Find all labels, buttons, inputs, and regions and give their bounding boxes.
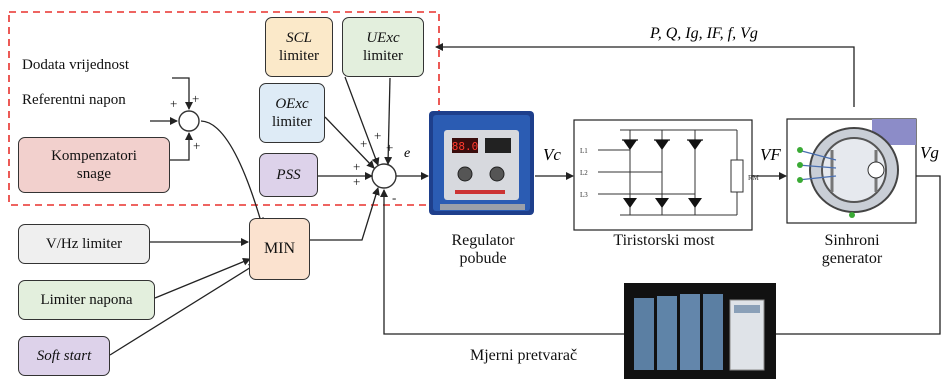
sign-s2-e: + bbox=[353, 174, 360, 189]
sign-s1-top: + bbox=[192, 91, 199, 106]
vhz-limiter-block: V/Hz limiter bbox=[18, 224, 150, 264]
reference-voltage-label: Referentni napon bbox=[22, 92, 126, 108]
feedback-label: P, Q, Ig, IF, f, Vg bbox=[649, 25, 758, 42]
exciter-screen: 88.0 bbox=[452, 140, 479, 153]
sign-s2-c: + bbox=[386, 140, 393, 155]
uexc-sub: limiter bbox=[363, 48, 403, 64]
transducer-image bbox=[624, 283, 776, 379]
wire-uexc bbox=[384, 77, 393, 165]
soft-start-label: Soft start bbox=[36, 348, 92, 364]
sign-s2-b: + bbox=[374, 128, 381, 143]
compensator-label: Kompenzatori snage bbox=[51, 148, 137, 182]
scl-sub: limiter bbox=[279, 48, 319, 64]
wire-compensator bbox=[170, 132, 193, 161]
sign-s2-minus: - bbox=[392, 190, 396, 205]
pss-label: PSS bbox=[276, 167, 301, 183]
vc-label: Vc bbox=[543, 145, 561, 164]
summing-junction-1 bbox=[178, 110, 200, 132]
soft-start-block: Soft start bbox=[18, 336, 110, 376]
exciter-image: 88.0 bbox=[429, 111, 534, 215]
wire-soft-start bbox=[109, 263, 257, 356]
wire-voltage-limiter bbox=[154, 257, 251, 299]
transducer-caption: Mjerni pretvarač bbox=[470, 347, 578, 364]
scl-limiter-block: SCL limiter bbox=[265, 17, 333, 77]
resistor-label: RM bbox=[748, 174, 760, 182]
min-block: MIN bbox=[249, 218, 310, 280]
wire-min-to-sum2 bbox=[310, 187, 380, 241]
oexc-limiter-block: OExc limiter bbox=[259, 83, 325, 143]
sign-s1-left: + bbox=[170, 96, 177, 111]
vf-label: VF bbox=[760, 145, 781, 164]
uexc-limiter-block: UExc limiter bbox=[342, 17, 424, 77]
pss-block: PSS bbox=[259, 153, 318, 197]
vhz-label: V/Hz limiter bbox=[45, 236, 123, 252]
generator-image bbox=[786, 118, 917, 224]
sign-s2-a: + bbox=[360, 136, 367, 151]
uexc-name: UExc bbox=[366, 30, 400, 46]
thyristor-bridge-image: RM L1 L2 L3 bbox=[573, 119, 760, 231]
wire-feedback-top bbox=[435, 43, 855, 107]
scl-name: SCL bbox=[286, 30, 312, 46]
compensator-block: Kompenzatori snage bbox=[18, 137, 170, 193]
added-value-label: Dodata vrijednost bbox=[22, 57, 130, 73]
exciter-caption: Regulator pobude bbox=[451, 232, 515, 268]
generator-caption: Sinhroni generator bbox=[821, 232, 883, 268]
min-label: MIN bbox=[263, 240, 296, 258]
thyristor-caption: Tiristorski most bbox=[613, 232, 715, 249]
vg-label: Vg bbox=[920, 143, 939, 162]
wire-sum1-to-min bbox=[200, 120, 264, 226]
sign-s2-d: + bbox=[353, 159, 360, 174]
oexc-sub: limiter bbox=[272, 114, 312, 130]
oexc-name: OExc bbox=[275, 96, 309, 112]
summing-junction-2 bbox=[371, 163, 397, 189]
wire-oexc bbox=[324, 116, 375, 169]
phase-label-1: L1 bbox=[580, 147, 588, 155]
error-label: e bbox=[404, 146, 410, 161]
voltage-limiter-block: Limiter napona bbox=[18, 280, 155, 320]
wire-scl bbox=[344, 76, 380, 166]
wire-generator-output bbox=[776, 175, 941, 335]
phase-label-2: L2 bbox=[580, 169, 588, 177]
wire-added-value bbox=[172, 77, 193, 110]
wire-transducer-return bbox=[380, 189, 624, 335]
phase-label-3: L3 bbox=[580, 191, 588, 199]
sign-s1-bottom: + bbox=[193, 138, 200, 153]
voltage-limiter-label: Limiter napona bbox=[40, 292, 133, 308]
